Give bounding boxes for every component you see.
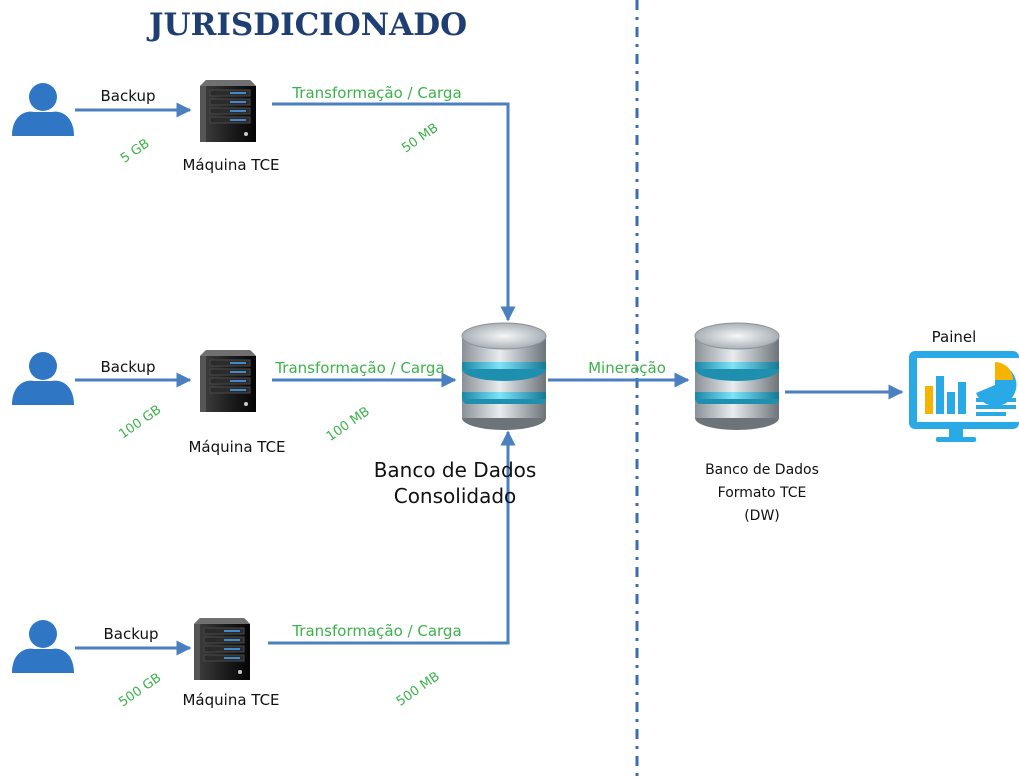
dw-db-line3: (DW) <box>744 508 780 524</box>
backup-label-3: Backup <box>104 625 159 643</box>
user-icon <box>12 352 74 405</box>
page-title: JURISDICIONADO <box>146 7 467 43</box>
load-size-2: 100 MB <box>324 404 373 444</box>
server-icon <box>199 79 257 143</box>
database-icon <box>694 322 780 431</box>
user-icon <box>12 620 74 673</box>
backup-size-3: 500 GB <box>116 671 164 711</box>
database-icon <box>461 322 547 431</box>
transform-label-2: Transformação / Carga <box>274 359 444 377</box>
load-size-1: 50 MB <box>399 121 441 157</box>
server-icon <box>199 349 257 413</box>
transform-label-3: Transformação / Carga <box>291 622 461 640</box>
transform-label-1: Transformação / Carga <box>291 84 461 102</box>
machine-label-1: Máquina TCE <box>182 156 279 174</box>
panel-label: Painel <box>932 328 977 346</box>
server-icon <box>193 617 251 681</box>
machine-label-2: Máquina TCE <box>188 438 285 456</box>
mining-label: Mineração <box>588 359 666 377</box>
consolidated-db-line2: Consolidado <box>394 484 517 508</box>
dw-db-line1: Banco de Dados <box>705 462 819 478</box>
backup-size-1: 5 GB <box>118 136 152 166</box>
machine-label-3: Máquina TCE <box>182 691 279 709</box>
backup-size-2: 100 GB <box>116 403 164 443</box>
transform-arrow-1 <box>272 102 516 322</box>
dashboard-monitor-icon <box>909 351 1019 442</box>
consolidated-db-line1: Banco de Dados <box>374 458 537 482</box>
backup-label-1: Backup <box>101 87 156 105</box>
load-size-3: 500 MB <box>394 669 443 709</box>
transform-arrow-3 <box>268 430 516 645</box>
backup-label-2: Backup <box>101 358 156 376</box>
user-icon <box>12 83 74 136</box>
dw-db-line2: Formato TCE <box>718 485 807 501</box>
